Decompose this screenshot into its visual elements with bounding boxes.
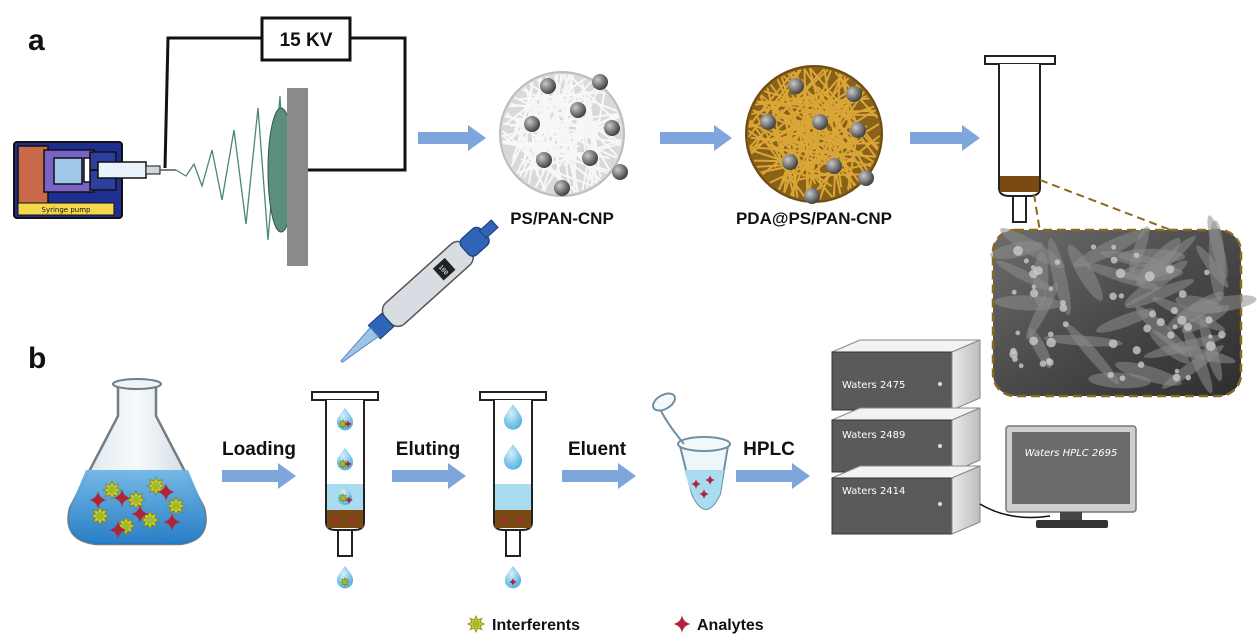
interferent-particle <box>145 475 167 497</box>
analyte-particle <box>705 475 715 485</box>
flow-arrow <box>392 463 466 489</box>
interferent-particle <box>466 614 486 634</box>
pipette: 100 <box>340 219 499 363</box>
nanoparticle <box>782 154 798 170</box>
interferent-particle <box>139 509 161 531</box>
hplc-module-label: Waters 2475 <box>842 380 905 391</box>
analyte-particle <box>131 505 149 523</box>
interferent-particle <box>337 418 349 430</box>
interferent-particle <box>337 458 349 470</box>
collector-plate <box>287 88 308 266</box>
material-1-label: PS/PAN-CNP <box>510 209 614 228</box>
spe-cartridge <box>984 55 1056 223</box>
nanoparticle <box>858 170 874 186</box>
material-2-label: PDA@PS/PAN-CNP <box>736 209 892 228</box>
analyte-particle <box>89 491 107 509</box>
hplc-monitor: Waters HPLC 2695 <box>1005 425 1137 528</box>
analyte-particle <box>691 479 701 489</box>
analyte-particle <box>109 521 127 539</box>
flow-arrow <box>222 463 296 489</box>
zoom-line <box>1039 179 1177 233</box>
eluent-tube <box>652 392 731 510</box>
interferent-particle <box>337 492 349 504</box>
flow-arrow <box>910 125 980 151</box>
ps-pan-cnp-mat <box>499 71 628 197</box>
flow-arrow <box>418 125 486 151</box>
nanoparticle <box>760 114 776 130</box>
nanoparticle <box>846 86 862 102</box>
step-eluting-label: Eluting <box>396 439 460 460</box>
analyte-particle <box>673 615 691 633</box>
flow-arrow <box>660 125 732 151</box>
analyte-particle <box>500 515 508 523</box>
step-eluent-label: Eluent <box>568 439 627 460</box>
voltage-box <box>260 16 352 62</box>
pump-label: Syringe pump <box>42 206 92 214</box>
liquid-drop <box>504 566 522 589</box>
hplc-module-label: Waters 2414 <box>842 486 905 497</box>
nanoparticle <box>582 150 598 166</box>
interferent-particle <box>89 505 111 527</box>
pda-ps-pan-cnp-mat <box>745 65 883 204</box>
legend-interferents-label: Interferents <box>492 617 580 634</box>
nanoparticle <box>804 188 820 204</box>
voltage-circuit: 15 KV <box>163 16 407 172</box>
flow-arrow <box>562 463 636 489</box>
spinning-jet <box>175 95 285 241</box>
nanoparticle <box>570 102 586 118</box>
nanoparticle <box>604 120 620 136</box>
analyte-particle <box>163 513 181 531</box>
legend: Interferents Analytes <box>466 614 764 634</box>
panel-a-label: a <box>28 24 45 57</box>
analyte-particle <box>509 578 517 586</box>
nanoparticle <box>826 158 842 174</box>
nanoparticle <box>592 74 608 90</box>
nanoparticle <box>524 116 540 132</box>
interferent-particle <box>101 479 123 501</box>
flow-arrow <box>736 463 810 489</box>
monitor-label: Waters HPLC 2695 <box>1025 448 1118 459</box>
legend-analytes-label: Analytes <box>697 617 764 634</box>
sem-image <box>990 215 1257 398</box>
nanoparticle <box>788 78 804 94</box>
analyte-particle <box>516 515 524 523</box>
analyte-particle <box>157 483 175 501</box>
sample-flask <box>67 378 207 546</box>
analyte-particle <box>699 489 709 499</box>
analyte-particle <box>344 460 352 468</box>
step-hplc-label: HPLC <box>743 439 795 460</box>
analyte-particle <box>113 489 131 507</box>
zoom-line <box>1033 193 1041 233</box>
interferent-particle <box>125 489 147 511</box>
nanoparticle <box>554 180 570 196</box>
interferent-particle <box>165 495 187 517</box>
analyte-particle <box>332 515 340 523</box>
voltage-label: 15 KV <box>280 30 333 51</box>
liquid-drop <box>503 404 523 430</box>
syringe-pump: Syringe pump <box>13 141 176 219</box>
analyte-particle <box>348 515 356 523</box>
analyte-particle <box>344 420 352 428</box>
panel-b-label: b <box>28 342 46 375</box>
step-loading-label: Loading <box>222 439 296 460</box>
liquid-drop <box>503 444 523 470</box>
nanoparticle <box>540 78 556 94</box>
nanoparticle <box>812 114 828 130</box>
nanoparticle <box>850 122 866 138</box>
nanoparticle <box>536 152 552 168</box>
nanoparticle <box>612 164 628 180</box>
hplc-module-label: Waters 2489 <box>842 430 905 441</box>
hplc-instrument: Waters 2475 Waters 2489 Waters 2414 <box>831 339 1051 535</box>
analyte-particle <box>345 496 353 504</box>
interferent-particle <box>339 576 351 588</box>
